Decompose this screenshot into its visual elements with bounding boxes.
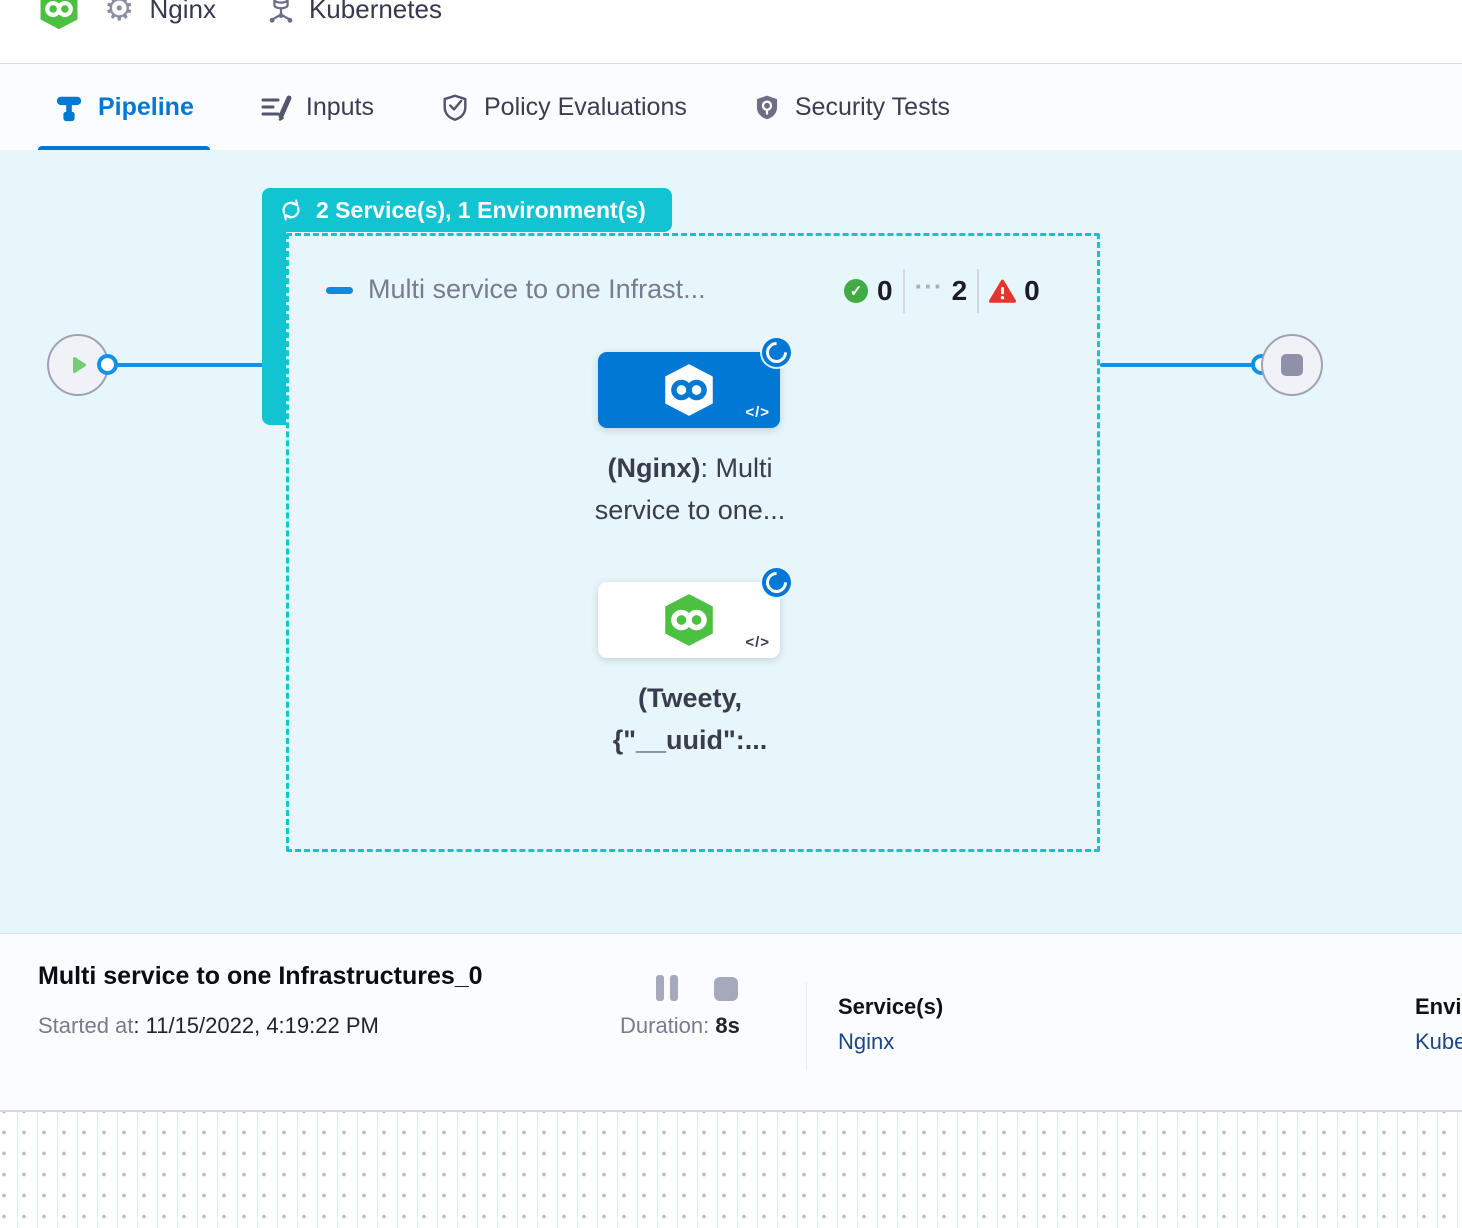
step-card-nginx[interactable]: </>	[598, 352, 780, 428]
pipeline-canvas[interactable]: 2 Service(s), 1 Environment(s) Multi ser…	[0, 150, 1462, 933]
harness-step-icon	[662, 363, 716, 417]
running-spinner-icon[interactable]	[762, 338, 791, 367]
connector-line-right	[1100, 363, 1264, 367]
play-icon	[73, 357, 86, 373]
services-link[interactable]: Nginx	[838, 1029, 895, 1054]
execution-summary-bar: Multi service to one Infrastructures_0 S…	[0, 933, 1462, 1112]
execution-title: Multi service to one Infrastructures_0	[38, 962, 483, 990]
breadcrumb: ⚙ Nginx Kubernetes	[0, 0, 1462, 64]
step-card-tweety[interactable]: </>	[598, 582, 780, 658]
start-connector-dot[interactable]	[97, 354, 118, 375]
step-label-rest: : Multi	[700, 453, 773, 483]
tab-pipeline[interactable]: Pipeline	[38, 64, 210, 150]
step-label-line2: {"__uuid":...	[612, 725, 768, 755]
breadcrumb-environment[interactable]: Kubernetes	[308, 0, 442, 24]
code-icon: </>	[745, 404, 770, 421]
tab-policy-evaluations[interactable]: Policy Evaluations	[424, 64, 703, 150]
stage-name[interactable]: Multi service to one Infrast...	[368, 274, 706, 304]
started-at-value: : 11/15/2022, 4:19:22 PM	[133, 1013, 379, 1038]
duration: Duration: 8s	[620, 1013, 740, 1039]
step-label-nginx[interactable]: (Nginx): Multi service to one...	[550, 447, 830, 531]
connector-line-left	[104, 363, 266, 367]
failed-count: 0	[1024, 275, 1040, 306]
tab-bar: Pipeline Inputs Policy Evaluations	[0, 64, 1462, 150]
started-at: Started at: 11/15/2022, 4:19:22 PM	[38, 1013, 379, 1039]
stage-group-boundary	[286, 233, 1100, 852]
collapse-minus-icon[interactable]	[326, 287, 353, 294]
code-icon: </>	[745, 634, 770, 651]
environments-label: Environment(s)	[1415, 994, 1462, 1019]
security-shield-icon	[756, 95, 777, 120]
tab-security-tests-label: Security Tests	[794, 92, 951, 121]
loop-icon	[282, 199, 300, 221]
tab-policy-evaluations-label: Policy Evaluations	[483, 92, 687, 121]
success-count: 0	[877, 275, 893, 306]
harness-logo-icon	[38, 0, 80, 32]
tab-inputs-label: Inputs	[305, 92, 374, 121]
running-count: 2	[951, 275, 968, 306]
stop-button[interactable]	[714, 977, 738, 1001]
running-dots-icon: ···	[914, 270, 944, 301]
pipeline-end-node[interactable]	[1261, 334, 1323, 396]
tab-inputs[interactable]: Inputs	[244, 64, 390, 150]
policy-shield-check-icon	[443, 94, 467, 121]
step-label-line1: (Tweety,	[637, 683, 743, 713]
step-label-bold: (Nginx)	[607, 453, 701, 483]
environment-icon	[266, 0, 296, 26]
count-divider	[902, 269, 905, 313]
harness-step-icon	[662, 593, 716, 647]
stage-status-counts: ✓ 0 ··· 2 0	[844, 268, 1040, 314]
pipeline-icon	[56, 96, 82, 122]
console-grid-area[interactable]	[0, 1112, 1462, 1228]
stop-icon	[1281, 354, 1303, 376]
stage-group-header[interactable]: 2 Service(s), 1 Environment(s)	[262, 188, 672, 232]
tab-security-tests[interactable]: Security Tests	[737, 64, 966, 150]
tab-pipeline-label: Pipeline	[98, 92, 194, 121]
stage-group-label: 2 Service(s), 1 Environment(s)	[316, 196, 646, 223]
step-label-line2: service to one...	[594, 495, 786, 525]
duration-value: 8s	[709, 1013, 740, 1038]
started-at-label: Started at	[38, 1013, 134, 1038]
failed-warning-icon	[989, 279, 1017, 304]
inputs-icon	[261, 95, 292, 121]
duration-label: Duration:	[620, 1013, 710, 1038]
gear-icon: ⚙	[104, 0, 135, 28]
breadcrumb-service[interactable]: Nginx	[149, 0, 216, 24]
pause-button[interactable]	[656, 975, 678, 1001]
step-label-tweety[interactable]: (Tweety, {"__uuid":...	[550, 677, 830, 761]
count-divider	[977, 269, 980, 313]
environments-link[interactable]: Kubernetes	[1415, 1029, 1462, 1054]
running-spinner-icon[interactable]	[762, 568, 791, 597]
success-check-icon: ✓	[844, 279, 868, 303]
services-label: Service(s)	[838, 994, 944, 1019]
summary-divider	[806, 982, 807, 1070]
